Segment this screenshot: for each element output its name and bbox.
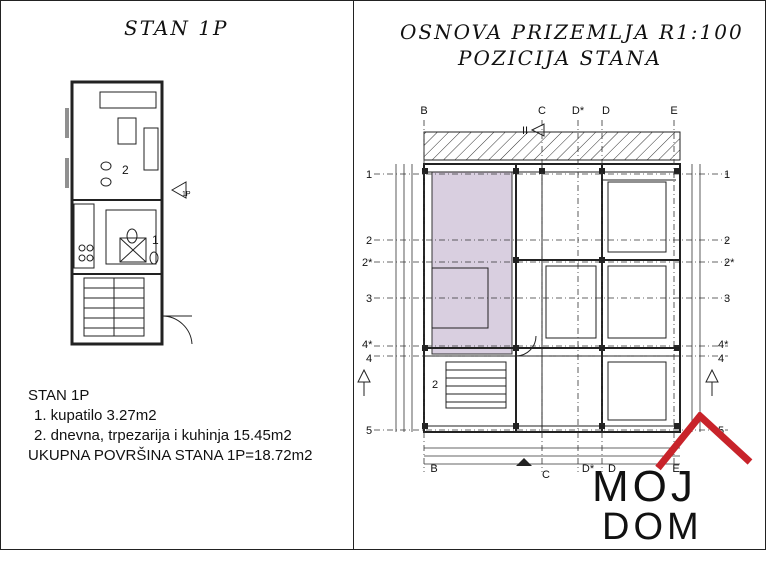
grid-top-dstar: D* — [572, 105, 585, 117]
left-panel-title: STAN 1P — [124, 16, 229, 40]
ground-floor-plan: B C D* D E B C D* D E 1 2 2* 3 4* 4 5 1 … — [357, 105, 735, 481]
legend-heading: STAN 1P — [28, 387, 90, 404]
grid-bottom-c: C — [542, 469, 550, 481]
highlighted-unit — [431, 171, 513, 355]
unit-floor-plan: 2 1 1P — [65, 80, 193, 346]
legend-item-living: 2. dnevna, trpezarija i kuhinja 15.45m2 — [34, 427, 292, 444]
grid-right-4: 4 — [718, 353, 724, 365]
entry-marker: 1P — [182, 191, 191, 198]
grid-top-c: C — [538, 105, 546, 117]
logo-word-moj: MOJ — [592, 462, 697, 511]
grid-left-3: 3 — [366, 293, 372, 305]
grid-left-2star: 2* — [362, 257, 373, 269]
grid-right-4star: 4* — [718, 339, 729, 351]
room-label-1: 1 — [152, 233, 159, 247]
grid-top-b: B — [420, 105, 427, 117]
grid-bottom-dstar: D* — [582, 463, 595, 475]
grid-left-1: 1 — [366, 169, 372, 181]
moj-dom-logo: MOJ DOM — [584, 412, 764, 552]
legend-total-area: UKUPNA POVRŠINA STANA 1P=18.72m2 — [28, 447, 313, 464]
grid-left-2: 2 — [366, 235, 372, 247]
drawing-frame — [0, 0, 766, 550]
right-panel-subtitle: POZICIJA STANA — [458, 46, 663, 70]
grid-right-2: 2 — [724, 235, 730, 247]
grid-bottom-d: D — [608, 463, 616, 475]
grid-right-3: 3 — [724, 293, 730, 305]
grid-top-d: D — [602, 105, 610, 117]
logo-word-dom: DOM — [602, 506, 703, 548]
section-marker: II — [522, 125, 528, 137]
grid-right-2star: 2* — [724, 257, 735, 269]
unit-legend: STAN 1P 1. kupatilo 3.27m2 2. dnevna, tr… — [28, 386, 348, 466]
panel-divider — [353, 0, 354, 550]
legend-item-bathroom: 1. kupatilo 3.27m2 — [34, 407, 157, 424]
room-label-2: 2 — [122, 163, 129, 177]
grid-bottom-b: B — [430, 463, 437, 475]
grid-bottom-e: E — [672, 463, 679, 475]
right-panel-title: OSNOVA PRIZEMLJA R1:100 — [400, 20, 744, 44]
grid-left-5: 5 — [366, 425, 372, 437]
hatched-terrace — [423, 131, 681, 161]
grid-left-4star: 4* — [362, 339, 373, 351]
logo-roof-icon — [655, 412, 753, 471]
grid-left-4: 4 — [366, 353, 372, 365]
grid-top-e: E — [670, 105, 677, 117]
grid-right-1: 1 — [724, 169, 730, 181]
stair-label: 2 — [432, 379, 438, 391]
